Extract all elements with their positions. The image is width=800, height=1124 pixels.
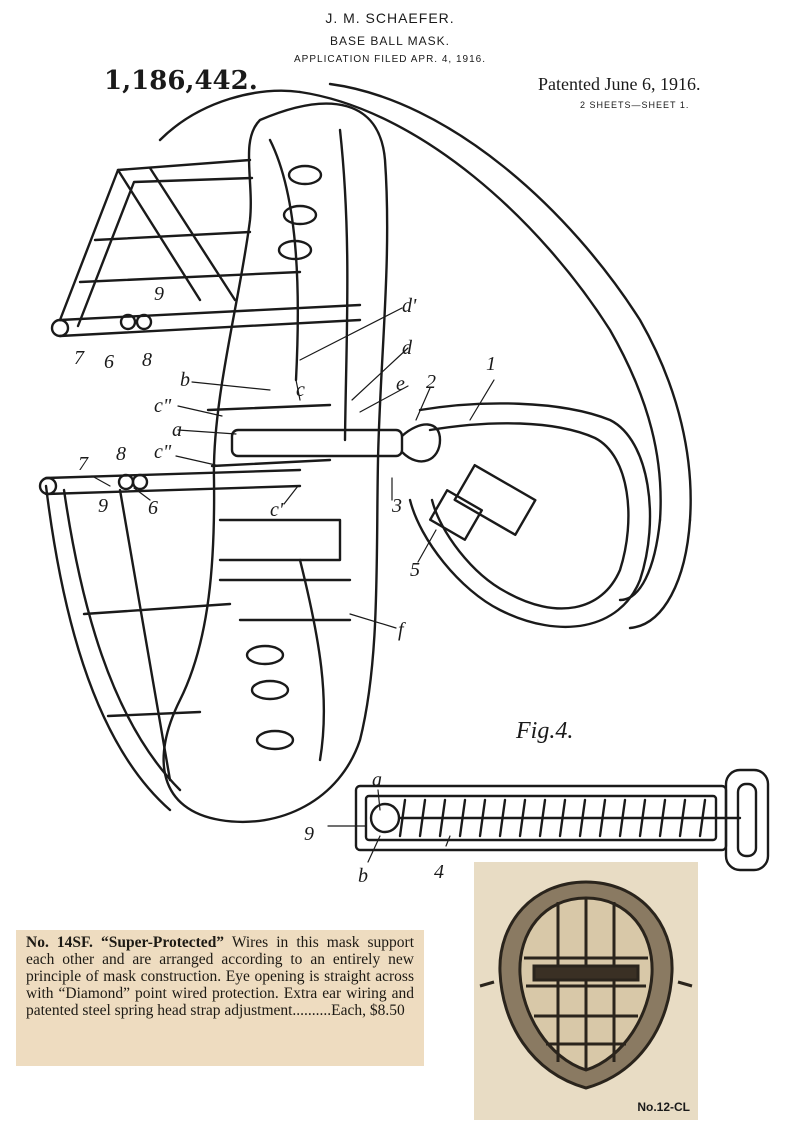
ref-label-5: 5 — [410, 559, 420, 581]
ref-label-1: 1 — [486, 353, 496, 375]
patent-drawing — [38, 82, 770, 872]
ad-body: Wires in this mask support each other an… — [26, 934, 415, 1019]
ref-label-c2b: c" — [154, 441, 172, 463]
application-filed: APPLICATION FILED APR. 4, 1916. — [294, 54, 486, 65]
ref-label-8b: 8 — [116, 443, 126, 465]
ref-label-b: b — [180, 369, 190, 391]
patent-number: 1,186,442. — [104, 66, 258, 96]
ref-label-b2: b — [358, 865, 368, 887]
leader-lines — [91, 307, 495, 863]
ref-label-a2: a — [372, 769, 382, 791]
patent-title: BASE BALL MASK. — [330, 34, 450, 48]
ref-label-6a: 6 — [104, 351, 114, 373]
ref-label-c: c — [296, 379, 305, 401]
mask-cushion — [162, 102, 389, 824]
upper-cage — [50, 89, 362, 338]
patent-date: Patented June 6, 1916. — [538, 74, 701, 94]
ref-label-9b: 9 — [98, 495, 108, 517]
ref-label-d1: d' — [402, 295, 417, 317]
ref-label-7b: 7 — [78, 453, 88, 475]
ref-label-7a: 7 — [74, 347, 84, 369]
ref-label-4: 4 — [434, 861, 444, 883]
figure-caption: Fig.4. — [516, 718, 574, 744]
ref-label-d: d — [402, 337, 412, 359]
mask-photo-illustration — [479, 880, 693, 1090]
ref-label-9c: 9 — [304, 823, 314, 845]
ref-label-2: 2 — [426, 371, 436, 393]
ref-label-c1: c' — [270, 499, 284, 521]
photo-caption: No.12-CL — [637, 1100, 690, 1114]
ref-label-e: e — [396, 373, 405, 395]
ref-label-3: 3 — [392, 495, 402, 517]
sheet-count: 2 SHEETS—SHEET 1. — [580, 100, 690, 110]
ref-label-a: a — [172, 419, 182, 441]
cross-pin — [206, 403, 442, 468]
head-strap — [298, 82, 692, 630]
ref-label-8a: 8 — [142, 349, 152, 371]
ad-number: No. 14SF. — [26, 934, 93, 951]
mask-photo: No.12-CL — [474, 862, 698, 1120]
lower-cage — [38, 468, 352, 812]
ref-label-f: f — [398, 619, 404, 641]
side-strap — [408, 402, 652, 629]
inventor-name: J. M. SCHAEFER. — [325, 10, 455, 26]
ref-label-c2a: c" — [154, 395, 172, 417]
ref-label-9a: 9 — [154, 283, 164, 305]
fig4-spring-tube — [354, 768, 770, 872]
ad-name: “Super-Protected” — [100, 934, 225, 951]
ref-label-6b: 6 — [148, 497, 158, 519]
catalog-ad: No. 14SF. “Super-Protected” Wires in thi… — [16, 930, 424, 1066]
